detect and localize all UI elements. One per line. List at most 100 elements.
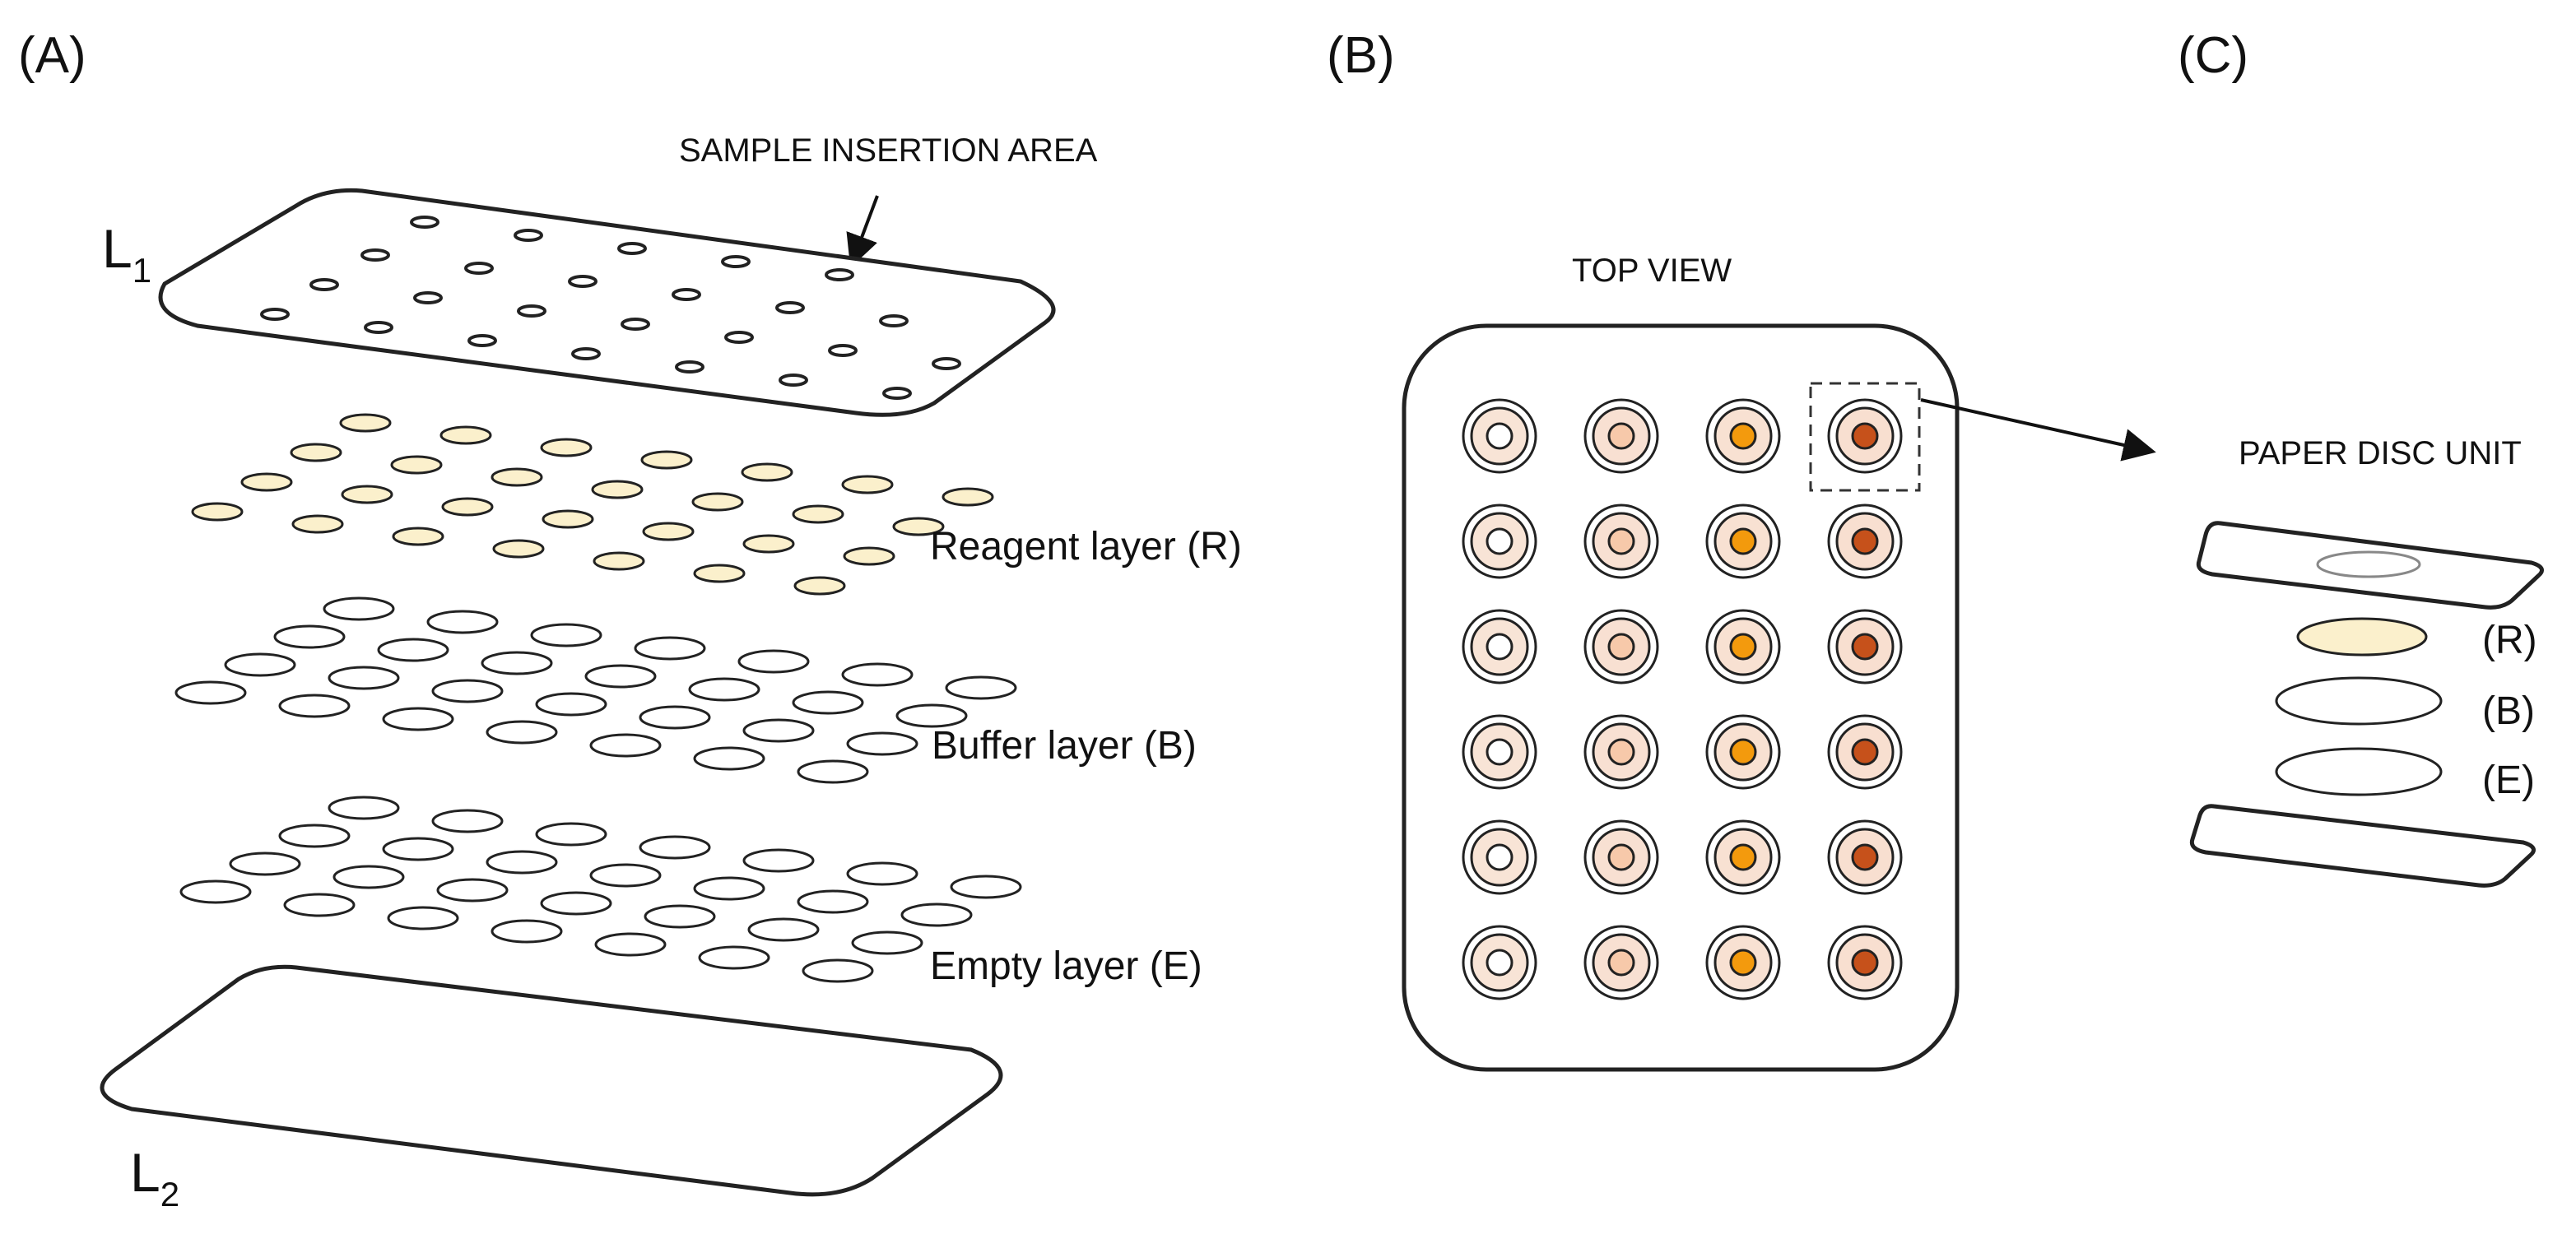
reagent-disc bbox=[290, 443, 342, 462]
sample-hole bbox=[568, 275, 598, 288]
well-sample-spot bbox=[1486, 422, 1514, 450]
empty-layer-label: Empty layer (E) bbox=[930, 944, 1202, 988]
panel-a-label: (A) bbox=[18, 27, 86, 84]
empty-disc bbox=[900, 903, 973, 927]
well-sample-spot bbox=[1486, 527, 1514, 555]
empty-disc bbox=[589, 863, 662, 888]
buffer-disc bbox=[278, 694, 351, 718]
reagent-disc bbox=[492, 539, 545, 559]
buffer-disc-label: (B) bbox=[2482, 689, 2535, 733]
disc-unit-top-hole bbox=[2316, 550, 2421, 578]
well-sample-spot bbox=[1729, 633, 1757, 661]
sample-hole bbox=[825, 268, 854, 281]
empty-disc bbox=[283, 893, 356, 917]
empty-disc bbox=[431, 809, 504, 833]
buffer-disc bbox=[323, 596, 395, 621]
well-sample-spot bbox=[1729, 422, 1757, 450]
well-grid bbox=[1462, 398, 1903, 1000]
reagent-layer-discs bbox=[191, 413, 994, 596]
empty-disc bbox=[328, 796, 400, 820]
sample-hole bbox=[775, 301, 805, 314]
buffer-disc bbox=[895, 703, 968, 728]
zoom-arrow bbox=[1920, 398, 2156, 462]
sample-hole bbox=[779, 374, 808, 387]
buffer-disc bbox=[737, 649, 810, 674]
buffer-disc bbox=[742, 718, 815, 743]
buffer-layer-label: Buffer layer (B) bbox=[932, 724, 1197, 768]
buffer-disc bbox=[639, 705, 711, 730]
reagent-disc bbox=[942, 487, 994, 507]
reagent-disc-label: (R) bbox=[2482, 619, 2537, 662]
buffer-disc bbox=[2275, 676, 2443, 726]
panel-c-label: (C) bbox=[2178, 27, 2248, 84]
buffer-disc bbox=[530, 623, 602, 647]
empty-disc bbox=[639, 835, 711, 860]
panel-a: (A) SAMPLE INSERTION AREA L1 Reagent lay… bbox=[18, 27, 1242, 1213]
sample-hole bbox=[882, 387, 912, 400]
reagent-disc bbox=[240, 472, 293, 492]
buffer-disc bbox=[688, 677, 760, 702]
paper-disc-unit-label: PAPER DISC UNIT bbox=[2239, 435, 2522, 471]
buffer-disc bbox=[792, 690, 864, 715]
buffer-disc bbox=[328, 666, 400, 690]
buffer-disc bbox=[174, 680, 247, 705]
sample-hole bbox=[672, 288, 701, 301]
well-sample-spot bbox=[1486, 949, 1514, 977]
well-sample-spot bbox=[1729, 738, 1757, 766]
sample-insertion-arrow bbox=[846, 195, 879, 268]
well-sample-spot bbox=[1607, 949, 1635, 977]
reagent-disc bbox=[843, 546, 895, 566]
well-sample-spot bbox=[1486, 738, 1514, 766]
reagent-disc bbox=[542, 509, 594, 529]
sample-hole bbox=[410, 216, 439, 229]
reagent-disc bbox=[341, 485, 393, 504]
buffer-disc bbox=[431, 679, 504, 703]
well-sample-spot bbox=[1851, 843, 1879, 871]
sample-hole bbox=[675, 360, 704, 374]
buffer-disc bbox=[273, 624, 346, 649]
sample-hole bbox=[621, 318, 650, 331]
empty-disc bbox=[491, 919, 563, 944]
reagent-disc bbox=[593, 551, 645, 571]
buffer-disc bbox=[486, 720, 558, 745]
buffer-disc bbox=[945, 675, 1017, 700]
well-sample-spot bbox=[1486, 843, 1514, 871]
bottom-plate-l2 bbox=[100, 964, 1003, 1197]
buffer-disc bbox=[846, 731, 918, 756]
well-sample-spot bbox=[1851, 527, 1879, 555]
empty-disc bbox=[797, 889, 869, 914]
reagent-disc bbox=[491, 467, 543, 487]
empty-layer-discs bbox=[179, 796, 1022, 983]
panel-c: (C) PAPER DISC UNIT (R) (B) (E) bbox=[2178, 27, 2544, 888]
empty-disc bbox=[747, 917, 820, 942]
bottom-plate-label: L2 bbox=[130, 1142, 179, 1213]
sample-hole bbox=[828, 344, 858, 357]
panel-b-label: (B) bbox=[1327, 27, 1395, 84]
sample-hole bbox=[932, 357, 961, 370]
empty-disc bbox=[387, 906, 459, 930]
sample-hole bbox=[467, 334, 497, 347]
selected-well-highlight bbox=[1809, 382, 1921, 492]
well-sample-spot bbox=[1607, 527, 1635, 555]
buffer-disc bbox=[693, 746, 765, 771]
reagent-disc bbox=[441, 497, 494, 517]
empty-disc bbox=[436, 878, 509, 903]
sample-hole bbox=[514, 229, 543, 242]
empty-disc bbox=[535, 822, 607, 847]
reagent-disc bbox=[793, 576, 846, 596]
reagent-layer-label: Reagent layer (R) bbox=[930, 525, 1242, 568]
sample-hole bbox=[721, 255, 751, 268]
reagent-disc bbox=[892, 517, 945, 536]
empty-disc bbox=[846, 861, 918, 886]
empty-disc bbox=[644, 904, 716, 929]
sample-hole bbox=[724, 331, 754, 344]
well-sample-spot bbox=[1607, 633, 1635, 661]
reagent-disc bbox=[591, 480, 644, 499]
buffer-disc bbox=[797, 759, 869, 784]
well-sample-spot bbox=[1851, 633, 1879, 661]
sample-hole bbox=[413, 291, 443, 304]
reagent-disc bbox=[339, 413, 392, 433]
reagent-disc bbox=[540, 438, 593, 457]
empty-disc bbox=[486, 850, 558, 875]
